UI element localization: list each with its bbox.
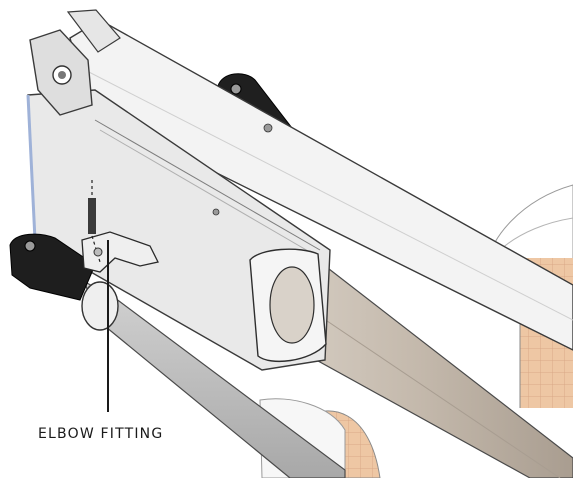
main-extrusion	[26, 9, 573, 371]
elbow-fitting-label: ELBOW FITTING	[38, 426, 164, 442]
elbow-fitting	[81, 180, 159, 273]
front-black-bracket	[9, 233, 96, 301]
fitting-screw	[88, 198, 96, 234]
